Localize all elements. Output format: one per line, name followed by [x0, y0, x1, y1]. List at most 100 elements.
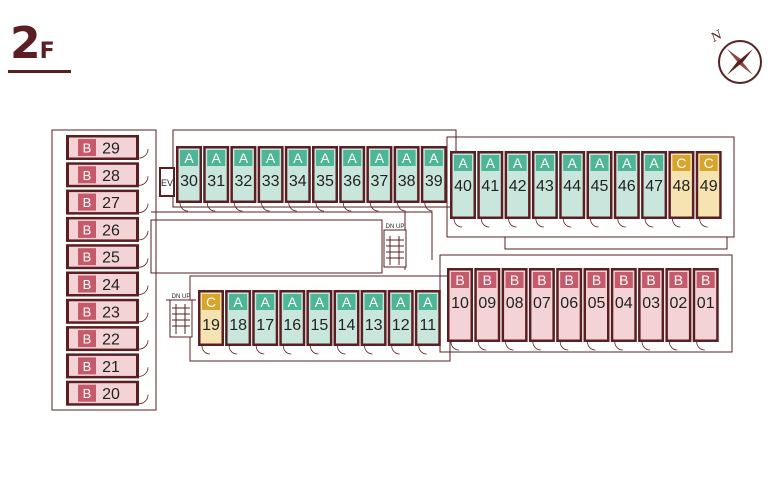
west-wing-outline [51, 129, 157, 411]
door-swing [255, 345, 265, 355]
unit-type-label: A [595, 155, 605, 171]
stair-box [383, 229, 407, 268]
unit-type-label: A [513, 155, 523, 171]
unit-type-label: A [429, 150, 439, 166]
unit-49[interactable]: C49 [695, 151, 722, 228]
unit-type-badge [645, 155, 664, 171]
unit-12[interactable]: A12 [387, 290, 414, 355]
unit-21[interactable]: B 21 [66, 353, 149, 379]
unit-type-badge [78, 330, 96, 348]
unit-type-label: B [510, 272, 519, 288]
unit-33[interactable]: A33 [257, 146, 284, 212]
unit-37[interactable]: A37 [366, 146, 393, 212]
unit-40[interactable]: A40 [450, 151, 476, 228]
unit-14[interactable]: A14 [333, 290, 360, 355]
unit-number: 38 [398, 173, 416, 190]
unit-46[interactable]: A46 [613, 151, 640, 228]
unit-45[interactable]: A45 [586, 151, 613, 228]
unit-type-badge [481, 155, 500, 171]
unit-type-badge [535, 155, 554, 171]
door-swing [699, 218, 708, 228]
unit-type-badge [614, 272, 633, 288]
door-swing [138, 285, 149, 295]
unit-05[interactable]: B05 [583, 268, 610, 351]
unit-18[interactable]: A18 [225, 290, 252, 355]
unit-01[interactable]: B01 [692, 268, 719, 351]
door-swing [310, 345, 319, 355]
door-swing [138, 367, 149, 377]
door-swing [288, 202, 297, 212]
stair-treads [172, 304, 190, 334]
unit-32[interactable]: A32 [230, 146, 257, 212]
unit-number: 34 [289, 173, 307, 190]
door-swing [562, 218, 572, 228]
unit-17[interactable]: A17 [252, 290, 279, 355]
door-swing [477, 341, 487, 351]
unit-type-label: A [622, 155, 632, 171]
unit-44[interactable]: A44 [559, 151, 586, 228]
compass-rose: N [708, 27, 762, 84]
unit-09[interactable]: B09 [474, 268, 501, 351]
unit-type-label: C [704, 155, 714, 171]
door-swing [138, 203, 149, 213]
unit-number: 33 [262, 173, 280, 190]
unit-type-badge [696, 272, 715, 288]
compass-star-diag [727, 49, 753, 75]
unit-08[interactable]: B08 [501, 268, 528, 351]
unit-38[interactable]: A38 [393, 146, 420, 212]
unit-43[interactable]: A43 [531, 151, 558, 228]
unit-16[interactable]: A16 [279, 290, 306, 355]
door-swing [179, 202, 189, 212]
unit-31[interactable]: A31 [203, 146, 230, 212]
unit-number: 47 [645, 178, 663, 195]
unit-10[interactable]: B10 [447, 268, 473, 351]
unit-07[interactable]: B07 [528, 268, 555, 351]
unit-number: 32 [235, 173, 253, 190]
unit-type-label: B [537, 272, 546, 288]
unit-35[interactable]: A35 [312, 146, 338, 212]
unit-type-label: B [83, 359, 92, 374]
unit-06[interactable]: B06 [556, 268, 583, 351]
door-swing [337, 345, 346, 355]
unit-04[interactable]: B04 [610, 268, 637, 351]
stairs-upper: DN UP [383, 224, 407, 268]
unit-type-badge [397, 150, 416, 166]
unit-type-label: B [83, 195, 92, 210]
unit-02[interactable]: B02 [665, 268, 692, 351]
unit-15[interactable]: A15 [306, 290, 333, 355]
unit-type-label: B [83, 277, 92, 292]
unit-03[interactable]: B03 [638, 268, 665, 351]
east-corridor-divider [504, 236, 728, 250]
door-swing [418, 345, 427, 355]
unit-48[interactable]: C48 [668, 151, 695, 228]
unit-type-label: A [396, 294, 406, 310]
unit-36[interactable]: A36 [339, 146, 366, 212]
unit-42[interactable]: A42 [504, 151, 531, 228]
unit-type-badge [560, 272, 579, 288]
unit-47[interactable]: A47 [641, 151, 668, 228]
unit-34[interactable]: A 34 [284, 146, 311, 212]
unit-type-label: A [293, 150, 303, 166]
unit-number: 14 [338, 317, 356, 334]
unit-11[interactable]: A11 [414, 290, 441, 355]
unit-39[interactable]: A 39 [420, 146, 447, 212]
unit-number: 21 [102, 359, 120, 376]
stair-label: DN UP [386, 224, 405, 230]
unit-number: 39 [425, 173, 443, 190]
unit-19[interactable]: C19 [198, 290, 224, 355]
unit-30[interactable]: A30 [176, 146, 202, 212]
unit-41[interactable]: A41 [477, 151, 504, 228]
unit-13[interactable]: A13 [360, 290, 387, 355]
door-swing [424, 202, 433, 212]
unit-type-label: A [423, 294, 433, 310]
unit-type-badge [78, 193, 96, 211]
